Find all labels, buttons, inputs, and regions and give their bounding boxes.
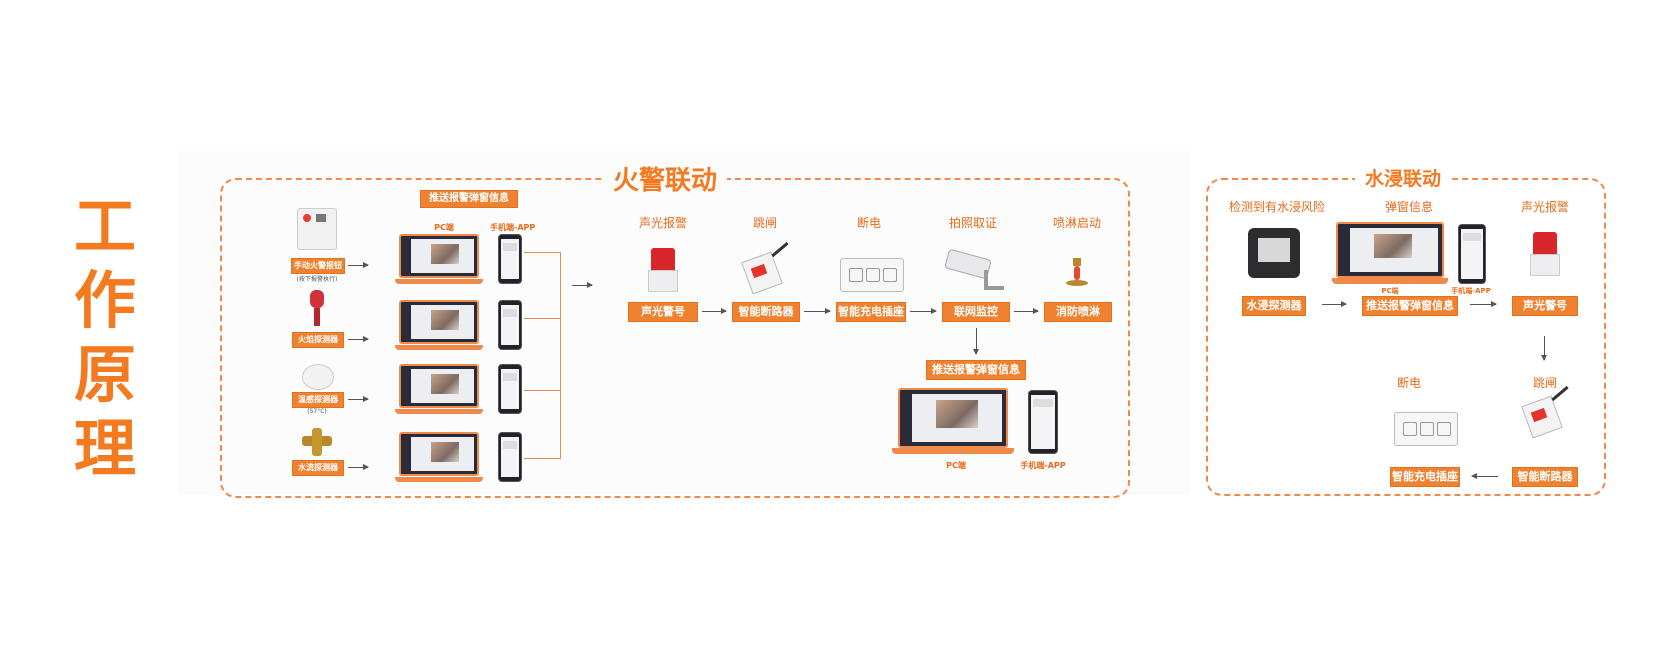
connector-line	[524, 458, 560, 459]
pc-client-icon	[395, 364, 483, 414]
step-label-breaker: 智能断路器	[732, 302, 800, 322]
mobile-app-icon	[498, 234, 522, 284]
detector-label-flame: 火焰探测器	[292, 332, 344, 348]
arrow-down	[973, 328, 979, 355]
step-caption: 跳闸	[752, 216, 777, 230]
water-socket-icon	[1394, 412, 1458, 446]
arrow	[910, 308, 937, 314]
step-caption: 声光报警	[638, 216, 687, 230]
step-caption: 拍照取证	[948, 216, 997, 230]
water-section-title: 水浸联动	[1355, 164, 1452, 191]
app-label: 手机端-APP	[490, 223, 536, 232]
water-caption-alarm: 声光报警	[1520, 200, 1569, 214]
bottom-app-label: 手机端-APP	[1020, 461, 1066, 470]
pc-client-icon	[395, 300, 483, 350]
heat-detector-icon	[302, 364, 334, 390]
arrow	[348, 396, 369, 402]
siren-icon	[648, 248, 678, 292]
bottom-push-label: 推送报警弹窗信息	[926, 360, 1026, 380]
arrow-down	[1541, 336, 1547, 361]
connector-line	[524, 318, 560, 319]
main-title-char: 工	[73, 190, 136, 263]
arrow	[702, 308, 727, 314]
pc-client-icon	[395, 234, 483, 284]
arrow	[1322, 301, 1347, 307]
main-title: 工 作 原 理	[70, 190, 140, 486]
breaker-icon	[741, 241, 789, 295]
sprinkler-icon	[1066, 258, 1088, 292]
main-title-char: 原	[73, 338, 136, 411]
step-caption: 喷淋启动	[1052, 216, 1101, 230]
manual-call-point-icon	[297, 208, 337, 250]
detector-label-heat: 温感探测器	[292, 392, 344, 408]
water-mobile-app-icon	[1458, 224, 1486, 284]
connector-line	[560, 252, 561, 459]
arrow	[1470, 301, 1497, 307]
water-flow-detector-icon	[302, 428, 332, 456]
arrow	[348, 336, 369, 342]
fire-section-title: 火警联动	[603, 160, 728, 197]
mobile-app-icon	[498, 300, 522, 350]
water-detector-label: 水浸探测器	[1242, 296, 1306, 316]
step-label-socket: 智能充电插座	[836, 302, 906, 322]
main-title-char: 作	[73, 264, 136, 337]
water-caption-popup: 弹窗信息	[1384, 200, 1433, 214]
step-caption: 断电	[856, 216, 881, 230]
arrow	[348, 262, 369, 268]
flame-detector-icon	[306, 290, 328, 326]
water-siren-icon	[1530, 232, 1560, 276]
socket-icon	[840, 258, 904, 292]
pc-client-icon	[395, 432, 483, 482]
detector-note-heat: (57°C)	[307, 408, 327, 415]
connector-line	[524, 390, 560, 391]
detector-label-flow: 水流探测器	[292, 460, 344, 476]
water-breaker-label: 智能断路器	[1512, 467, 1578, 487]
water-siren-label: 声光警号	[1512, 296, 1578, 316]
water-socket-label: 智能充电插座	[1390, 467, 1460, 487]
mobile-app-large-icon	[1028, 390, 1058, 454]
detector-label-manual: 手动火警报钮	[291, 258, 345, 274]
water-pc-label: PC端	[1381, 287, 1399, 295]
step-label-camera: 联网监控	[942, 302, 1010, 322]
pc-client-large-icon	[892, 388, 1014, 456]
water-caption-cut: 断电	[1396, 376, 1421, 390]
arrow	[1014, 308, 1039, 314]
connector-line	[524, 252, 560, 253]
arrow	[572, 282, 593, 288]
arrow	[804, 308, 831, 314]
water-app-label: 手机端-APP	[1451, 287, 1491, 295]
arrow	[348, 464, 369, 470]
push-alert-label: 推送报警弹窗信息	[420, 190, 518, 208]
water-breaker-icon	[1521, 385, 1569, 439]
bottom-pc-label: PC端	[946, 461, 966, 470]
water-caption-detect: 检测到有水浸风险	[1228, 200, 1325, 214]
mobile-app-icon	[498, 432, 522, 482]
arrow-left	[1471, 473, 1498, 479]
pc-label: PC端	[434, 223, 454, 232]
fire-panel-background	[178, 150, 1190, 495]
camera-icon	[944, 248, 1006, 292]
water-caption-trip: 跳闸	[1532, 376, 1557, 390]
mobile-app-icon	[498, 364, 522, 414]
water-push-label: 推送报警弹窗信息	[1362, 296, 1458, 316]
water-leak-detector-icon	[1248, 228, 1300, 278]
step-label-siren: 声光警号	[628, 302, 698, 322]
main-title-char: 理	[73, 412, 136, 485]
water-pc-client-icon	[1332, 222, 1448, 286]
step-label-sprinkler: 消防喷淋	[1044, 302, 1112, 322]
detector-note-manual: (按下报警执行)	[296, 276, 338, 283]
